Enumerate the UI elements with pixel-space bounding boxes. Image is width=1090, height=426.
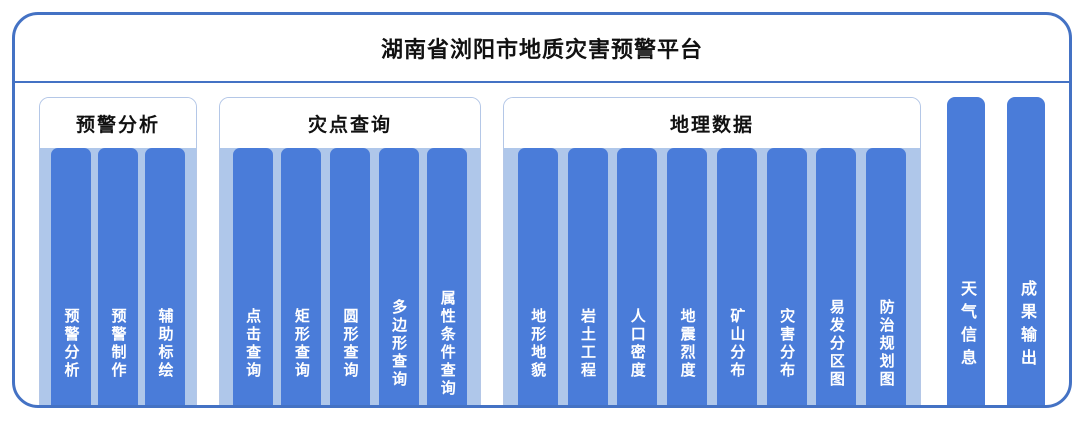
- panel-title-warning-analysis: 预警分析: [40, 98, 196, 148]
- panel-title-disaster-point-query: 灾点查询: [220, 98, 480, 148]
- module-rectangle-query[interactable]: 矩形查询: [281, 148, 322, 405]
- panel-geographic-data: 地理数据 地形地貌 岩土工程 人口密度 地震烈度 矿山分布 灾害分布 易发分区图…: [503, 97, 921, 405]
- module-polygon-query[interactable]: 多边形查询: [378, 148, 419, 405]
- module-warning-analysis[interactable]: 预警分析: [51, 148, 91, 405]
- module-population-density[interactable]: 人口密度: [617, 148, 658, 405]
- module-mine-distribution[interactable]: 矿山分布: [716, 148, 757, 405]
- panel-disaster-point-query: 灾点查询 点击查询 矩形查询 圆形查询 多边形查询 属性条件查询: [219, 97, 481, 405]
- module-susceptibility-zoning-map[interactable]: 易发分区图: [816, 148, 857, 405]
- content-area: 预警分析 预警分析 预警制作 辅助标绘 灾点查询 点击查询 矩形查询 圆形查询 …: [15, 83, 1069, 405]
- platform-frame: 湖南省浏阳市地质灾害预警平台 预警分析 预警分析 预警制作 辅助标绘 灾点查询 …: [12, 12, 1072, 408]
- module-result-output[interactable]: 成果输出: [1007, 97, 1045, 405]
- module-circle-query[interactable]: 圆形查询: [329, 148, 370, 405]
- module-terrain-landform[interactable]: 地形地貌: [517, 148, 558, 405]
- panel-body-disaster-point-query: 点击查询 矩形查询 圆形查询 多边形查询 属性条件查询: [220, 148, 480, 405]
- panel-body-warning-analysis: 预警分析 预警制作 辅助标绘: [40, 148, 196, 405]
- module-geotechnical-engineering[interactable]: 岩土工程: [567, 148, 608, 405]
- module-weather-info[interactable]: 天气信息: [947, 97, 985, 405]
- panel-body-geographic-data: 地形地貌 岩土工程 人口密度 地震烈度 矿山分布 灾害分布 易发分区图 防治规划…: [504, 148, 920, 405]
- panel-warning-analysis: 预警分析 预警分析 预警制作 辅助标绘: [39, 97, 197, 405]
- page-title: 湖南省浏阳市地质灾害预警平台: [15, 15, 1069, 83]
- module-warning-production[interactable]: 预警制作: [98, 148, 138, 405]
- module-prevention-planning-map[interactable]: 防治规划图: [866, 148, 907, 405]
- module-click-query[interactable]: 点击查询: [232, 148, 273, 405]
- module-seismic-intensity[interactable]: 地震烈度: [667, 148, 708, 405]
- module-auxiliary-plotting[interactable]: 辅助标绘: [145, 148, 185, 405]
- module-attribute-condition-query[interactable]: 属性条件查询: [427, 148, 468, 405]
- panel-title-geographic-data: 地理数据: [504, 98, 920, 148]
- module-disaster-distribution[interactable]: 灾害分布: [766, 148, 807, 405]
